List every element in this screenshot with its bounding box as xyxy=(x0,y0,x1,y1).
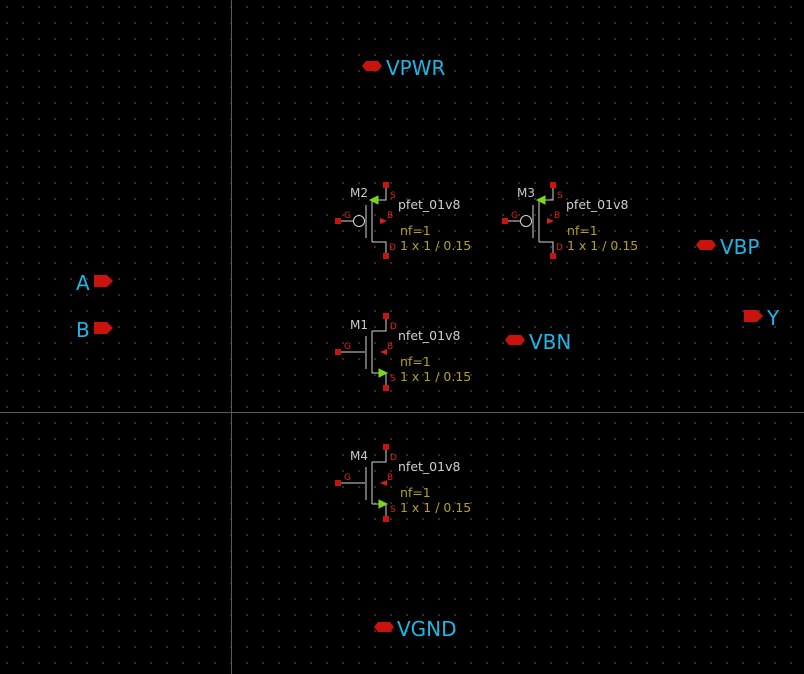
drain-wire xyxy=(372,241,387,253)
bulk-label: B xyxy=(387,211,393,221)
source-terminal[interactable] xyxy=(550,182,556,188)
source-terminal[interactable] xyxy=(383,516,389,522)
bulk-arrow-icon xyxy=(380,480,387,486)
bulk-arrow-icon xyxy=(380,349,387,355)
drain-wire xyxy=(539,241,554,253)
pin-a[interactable]: A xyxy=(76,271,113,295)
gate-terminal[interactable] xyxy=(335,349,341,355)
device-size: 1 x 1 / 0.15 xyxy=(400,500,471,515)
device-model: nfet_01v8 xyxy=(398,328,460,343)
drain-label: D xyxy=(390,322,397,332)
source-terminal[interactable] xyxy=(383,182,389,188)
device-model: pfet_01v8 xyxy=(566,197,628,212)
bulk-arrow-icon xyxy=(547,218,554,224)
device-size: 1 x 1 / 0.15 xyxy=(400,238,471,253)
pin-label-vbn: VBN xyxy=(529,330,571,354)
drain-terminal[interactable] xyxy=(383,313,389,319)
source-arrow-icon xyxy=(535,195,546,205)
drain-terminal[interactable] xyxy=(383,253,389,259)
inout-pin-icon xyxy=(374,622,394,632)
gate-label: G xyxy=(344,211,351,221)
pin-label-vbp: VBP xyxy=(720,235,759,259)
device-nf: nf=1 xyxy=(567,223,598,238)
instance-name: M1 xyxy=(350,318,368,332)
gate-label: G xyxy=(344,342,351,352)
source-terminal[interactable] xyxy=(383,385,389,391)
device-size: 1 x 1 / 0.15 xyxy=(567,238,638,253)
pin-vpwr[interactable]: VPWR xyxy=(362,56,446,80)
instance-name: M2 xyxy=(350,186,368,200)
inout-pin-icon xyxy=(362,61,382,71)
drain-terminal[interactable] xyxy=(383,444,389,450)
drain-wire xyxy=(372,319,387,332)
input-pin-icon xyxy=(94,322,113,334)
transistor-m2[interactable]: M2 pfet_01v8 nf=1 1 x 1 / 0.15 S B D G xyxy=(335,182,471,259)
bulk-label: B xyxy=(387,342,393,352)
pin-label-b: B xyxy=(76,318,90,342)
gate-label: G xyxy=(344,473,351,483)
pmos-bubble-icon xyxy=(353,215,365,227)
transistor-m1[interactable]: M1 nfet_01v8 nf=1 1 x 1 / 0.15 D B S G xyxy=(335,313,471,391)
device-nf: nf=1 xyxy=(400,223,431,238)
pin-label-vgnd: VGND xyxy=(397,617,457,641)
device-nf: nf=1 xyxy=(400,354,431,369)
source-label: S xyxy=(557,191,563,201)
pin-y[interactable]: Y xyxy=(744,306,780,330)
device-size: 1 x 1 / 0.15 xyxy=(400,369,471,384)
bulk-arrow-icon xyxy=(380,218,387,224)
bulk-label: B xyxy=(387,473,393,483)
drain-label: D xyxy=(556,243,563,253)
drain-label: D xyxy=(389,243,396,253)
gate-terminal[interactable] xyxy=(335,480,341,486)
bulk-label: B xyxy=(554,211,560,221)
gate-terminal[interactable] xyxy=(335,218,341,224)
drain-terminal[interactable] xyxy=(550,253,556,259)
gate-terminal[interactable] xyxy=(502,218,508,224)
drain-label: D xyxy=(390,453,397,463)
pin-vbn[interactable]: VBN xyxy=(505,330,571,354)
output-pin-icon xyxy=(744,310,763,322)
pin-b[interactable]: B xyxy=(76,318,113,342)
transistor-m4[interactable]: M4 nfet_01v8 nf=1 1 x 1 / 0.15 D B S G xyxy=(335,444,471,522)
source-label: S xyxy=(390,374,396,384)
device-nf: nf=1 xyxy=(400,485,431,500)
gate-label: G xyxy=(511,211,518,221)
pin-vbp[interactable]: VBP xyxy=(696,235,759,259)
pin-label-y: Y xyxy=(766,306,780,330)
transistor-m3[interactable]: M3 pfet_01v8 nf=1 1 x 1 / 0.15 S B D G xyxy=(502,182,638,259)
pin-vgnd[interactable]: VGND xyxy=(374,617,457,641)
source-label: S xyxy=(390,505,396,515)
pmos-bubble-icon xyxy=(520,215,532,227)
source-label: S xyxy=(390,191,396,201)
pin-label-vpwr: VPWR xyxy=(386,56,446,80)
source-arrow-icon xyxy=(378,499,389,509)
device-model: nfet_01v8 xyxy=(398,459,460,474)
drain-wire xyxy=(372,450,387,463)
input-pin-icon xyxy=(94,275,113,287)
instance-name: M3 xyxy=(517,186,535,200)
inout-pin-icon xyxy=(696,240,716,250)
instance-name: M4 xyxy=(350,449,368,463)
source-arrow-icon xyxy=(378,368,389,378)
pin-label-a: A xyxy=(76,271,90,295)
inout-pin-icon xyxy=(505,335,525,345)
device-model: pfet_01v8 xyxy=(398,197,460,212)
source-arrow-icon xyxy=(368,195,379,205)
